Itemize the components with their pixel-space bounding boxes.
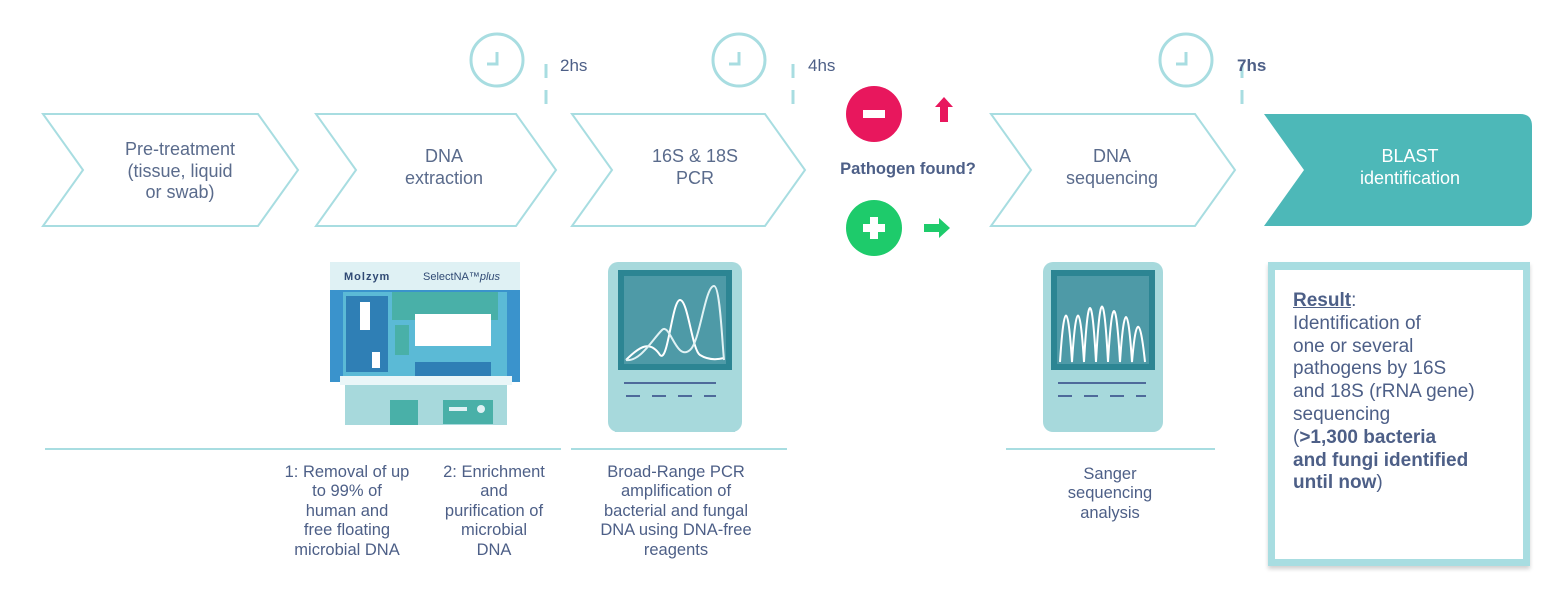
desc-removal: 1: Removal of up to 99% of human and fre… (284, 463, 410, 559)
step-chevron-pcr (570, 113, 807, 227)
positive-result-icon (846, 200, 950, 256)
desc-pcr: Broad-Range PCR amplification of bacteri… (600, 463, 752, 559)
step-chevron-sequencing (989, 113, 1237, 227)
result-text: Result: Identification of one or several… (1293, 290, 1523, 495)
result-box: Result: Identification of one or several… (1268, 262, 1530, 566)
step-label-pretreatment: Pre-treatment (tissue, liquid or swab) (124, 139, 236, 203)
result-highlight: >1,300 bacteria and fungi identified unt… (1293, 426, 1469, 494)
device-product: SelectNA™plus (423, 271, 500, 284)
selectna-device-illustration (330, 262, 520, 425)
step-chevron-blast (1264, 114, 1532, 226)
device-brand: Molzym (344, 271, 391, 283)
device-product-name: SelectNA™ (423, 271, 480, 283)
device-product-suffix: plus (479, 271, 501, 283)
step-chevron-extraction (314, 113, 558, 227)
sequencing-monitor-illustration (1043, 262, 1163, 432)
desc-sanger: Sanger sequencing analysis (1067, 465, 1153, 522)
step-chevron-pretreatment (41, 113, 300, 227)
step-label-sequencing: DNA sequencing (1065, 146, 1159, 188)
clock-icon (469, 32, 525, 88)
timer-label: 2hs (560, 56, 588, 75)
result-heading: Result (1293, 290, 1352, 311)
timer-label: 7hs (1237, 56, 1267, 75)
result-closing: ) (1376, 472, 1383, 494)
arrow-right-icon (924, 218, 950, 238)
pcr-monitor-illustration (608, 262, 742, 432)
step-label-extraction: DNA extraction (404, 146, 484, 188)
result-heading-suffix: : (1351, 290, 1357, 311)
step-label-pcr: 16S & 18S PCR (651, 146, 739, 188)
step-label-blast: BLAST identification (1359, 146, 1461, 188)
decision-question: Pathogen found? (840, 160, 976, 178)
arrow-up-icon (935, 97, 953, 122)
result-body: Identification of one or several pathoge… (1293, 312, 1475, 448)
timer-label: 4hs (808, 56, 836, 75)
clock-icon (1158, 32, 1214, 88)
desc-enrichment: 2: Enrichment and purification of microb… (443, 463, 545, 559)
negative-result-icon (846, 86, 953, 142)
clock-icon (711, 32, 767, 88)
